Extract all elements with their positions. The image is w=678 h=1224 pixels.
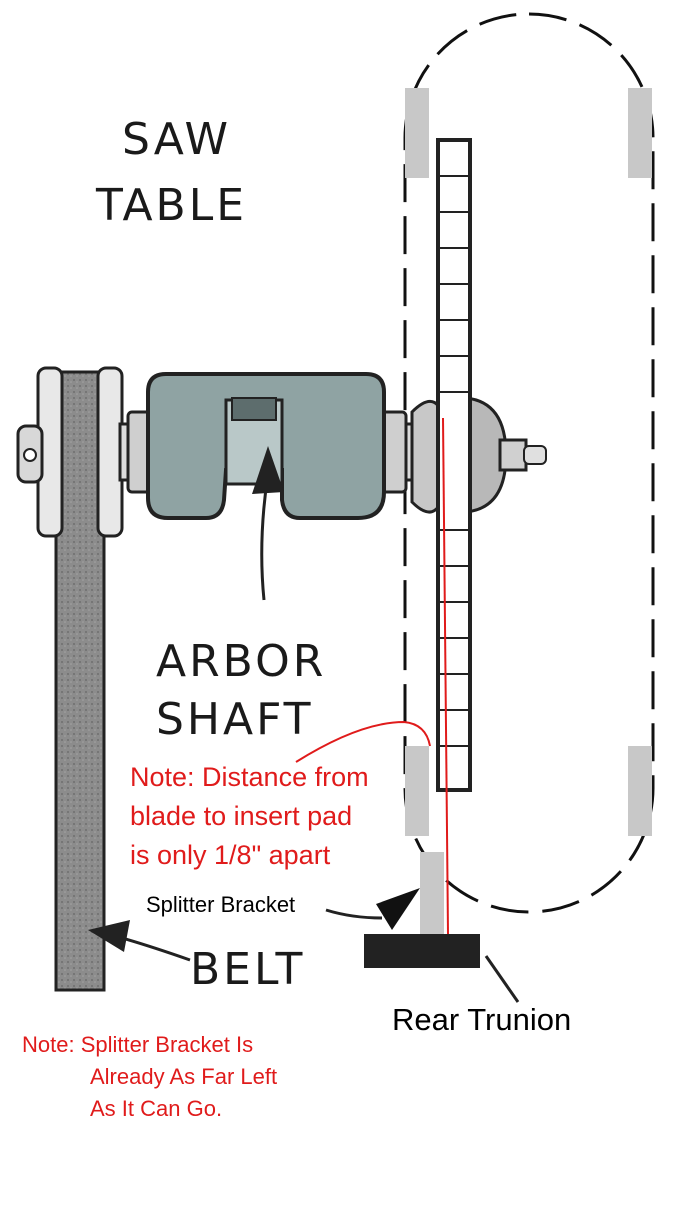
blade-reference-line	[442, 417, 449, 935]
distance-note-line1: Note: Distance from	[130, 762, 369, 792]
saw-table-label-line1: SAW	[122, 114, 231, 165]
saw-table-label-line2: TABLE	[95, 180, 247, 231]
arbor-housing	[146, 372, 386, 520]
pad-marker	[405, 88, 429, 178]
pad-marker	[628, 88, 652, 178]
splitter-note-line3: As It Can Go.	[90, 1096, 222, 1121]
arrow-icon	[325, 888, 420, 930]
splitter-note-line1: Note: Splitter Bracket Is	[22, 1032, 253, 1057]
distance-note-line3: is only 1/8" apart	[130, 840, 331, 870]
arrow-icon	[88, 920, 191, 962]
rear-trunion-label: Rear Trunion	[392, 1002, 571, 1037]
splitter-bracket-label: Splitter Bracket	[146, 892, 295, 917]
splitter-bracket	[420, 852, 444, 934]
arbor-label-line1: ARBOR	[156, 636, 326, 687]
trunion-leader-line	[484, 955, 520, 1003]
rear-trunion-block	[364, 934, 480, 968]
note-leader-line	[295, 720, 431, 763]
belt-label: BELT	[190, 944, 305, 995]
blade-flange	[410, 396, 547, 514]
distance-note-line2: blade to insert pad	[130, 801, 352, 831]
pad-marker	[628, 746, 652, 836]
belt	[54, 370, 106, 992]
arrow-icon	[252, 446, 284, 601]
arbor-label-line2: SHAFT	[156, 694, 314, 745]
splitter-note-line2: Already As Far Left	[90, 1064, 277, 1089]
pad-marker	[405, 746, 429, 836]
insert-pad-outline	[403, 12, 655, 914]
